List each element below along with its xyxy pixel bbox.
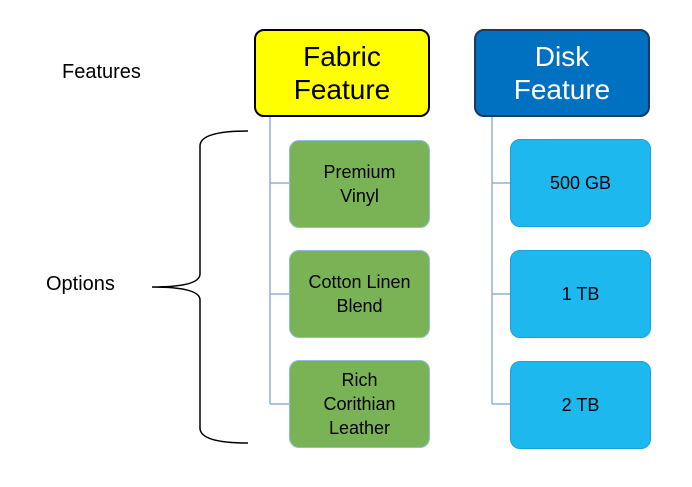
fabric-connectors: [269, 117, 289, 405]
disk-option-1tb: 1 TB: [510, 250, 651, 338]
fabric-option-cotton-linen-blend: Cotton Linen Blend: [289, 250, 430, 338]
disk-connectors: [491, 117, 510, 405]
fabric-option-rich-corithian-leather: Rich Corithian Leather: [289, 360, 430, 448]
disk-option-2tb: 2 TB: [510, 361, 651, 449]
options-brace: [151, 130, 249, 444]
features-label: Features: [62, 61, 141, 83]
disk-option-500gb: 500 GB: [510, 139, 651, 227]
disk-feature-box: Disk Feature: [474, 29, 650, 117]
fabric-feature-box: Fabric Feature: [254, 29, 430, 117]
options-label: Options: [46, 273, 115, 295]
fabric-option-premium-vinyl: Premium Vinyl: [289, 140, 430, 228]
